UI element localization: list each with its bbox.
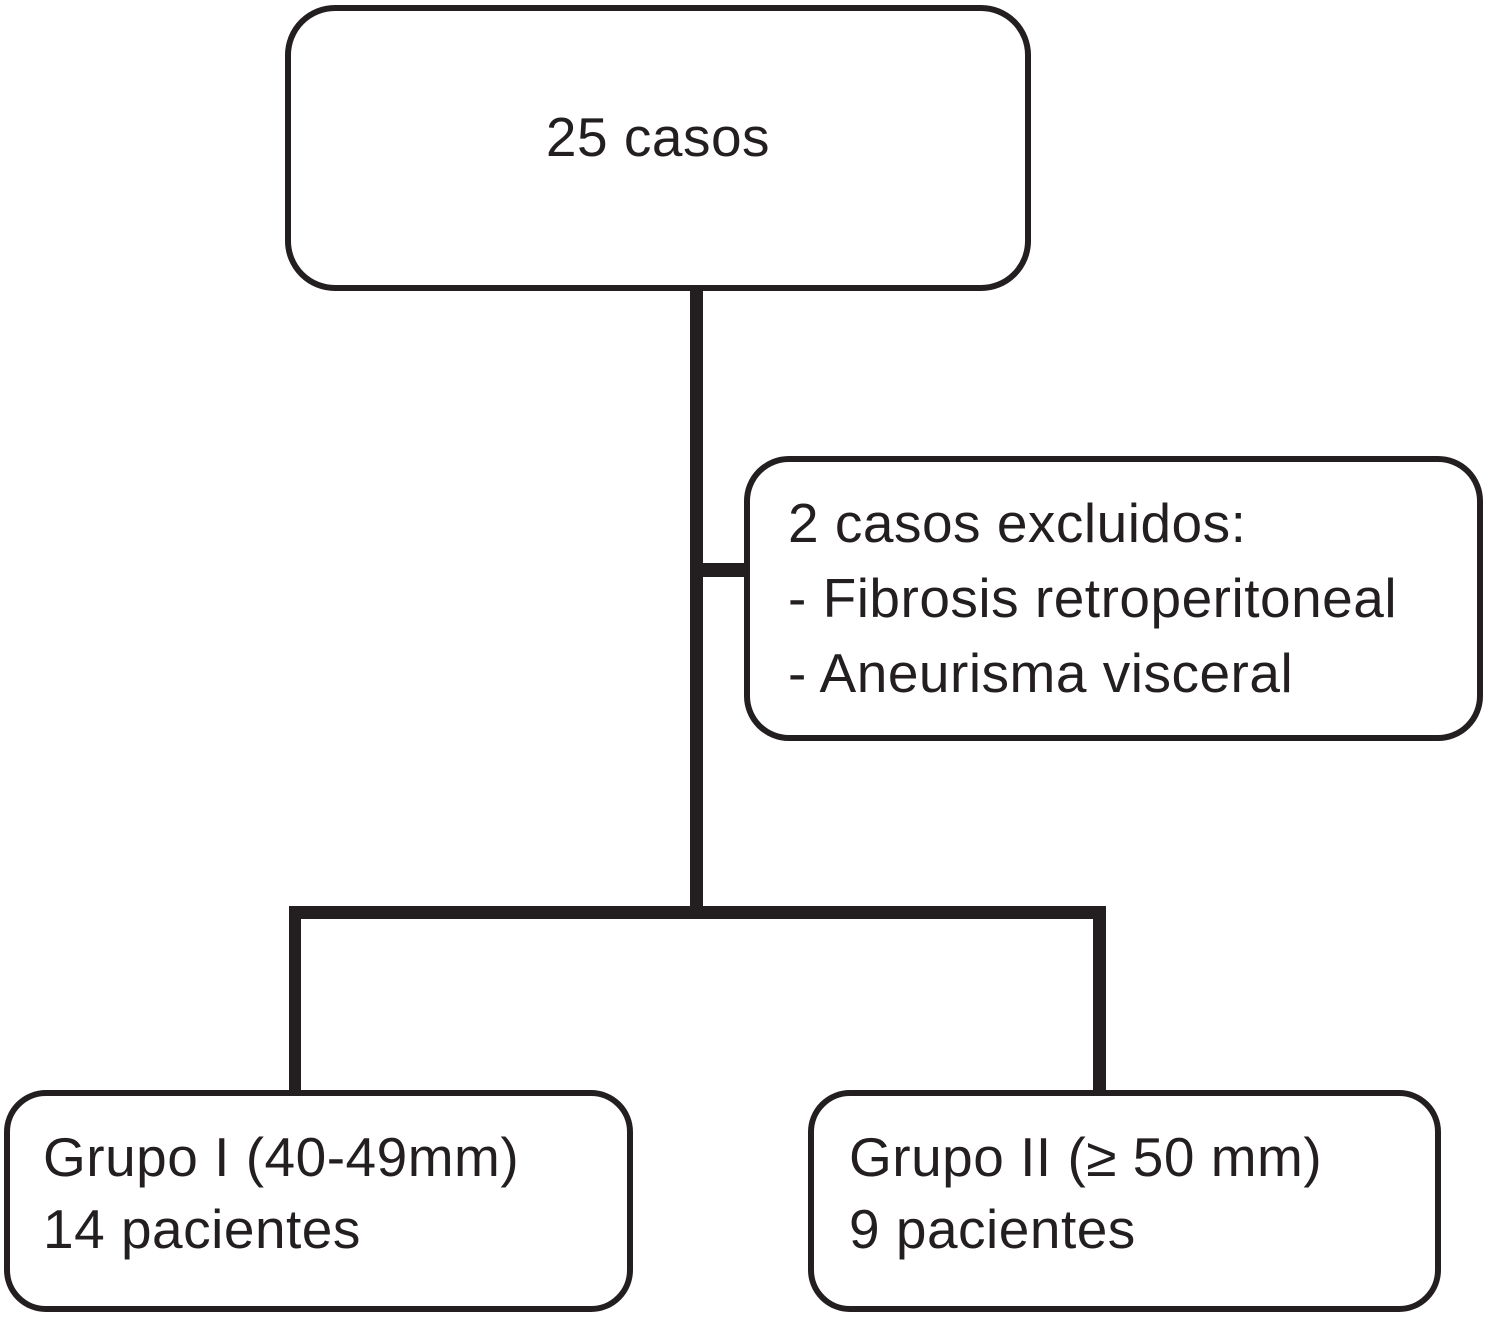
- connector-split-bar-line: [289, 906, 1106, 919]
- exclusion-item-fibrosis: - Fibrosis retroperitoneal: [788, 567, 1398, 629]
- node-exclusions: 2 casos excluidos: - Fibrosis retroperit…: [744, 456, 1483, 741]
- group-1-title: Grupo I (40-49mm): [43, 1126, 520, 1188]
- group-1-patient-count: 14 pacientes: [43, 1198, 361, 1260]
- group-2-patient-count: 9 pacientes: [849, 1198, 1136, 1260]
- node-group-2: Grupo II (≥ 50 mm) 9 pacientes: [808, 1090, 1441, 1312]
- node-total-cases: 25 casos: [285, 5, 1031, 291]
- exclusions-title: 2 casos excluidos:: [788, 492, 1247, 554]
- connector-drop-group1-line: [289, 906, 301, 1094]
- connector-drop-group2-line: [1093, 906, 1106, 1094]
- group-2-title: Grupo II (≥ 50 mm): [849, 1126, 1323, 1188]
- node-group-1: Grupo I (40-49mm) 14 pacientes: [4, 1090, 633, 1312]
- exclusion-item-aneurisma: - Aneurisma visceral: [788, 642, 1294, 704]
- connector-root-to-split-line: [690, 289, 703, 918]
- total-cases-label: 25 casos: [545, 106, 771, 168]
- connector-exclusion-tick-line: [696, 563, 756, 577]
